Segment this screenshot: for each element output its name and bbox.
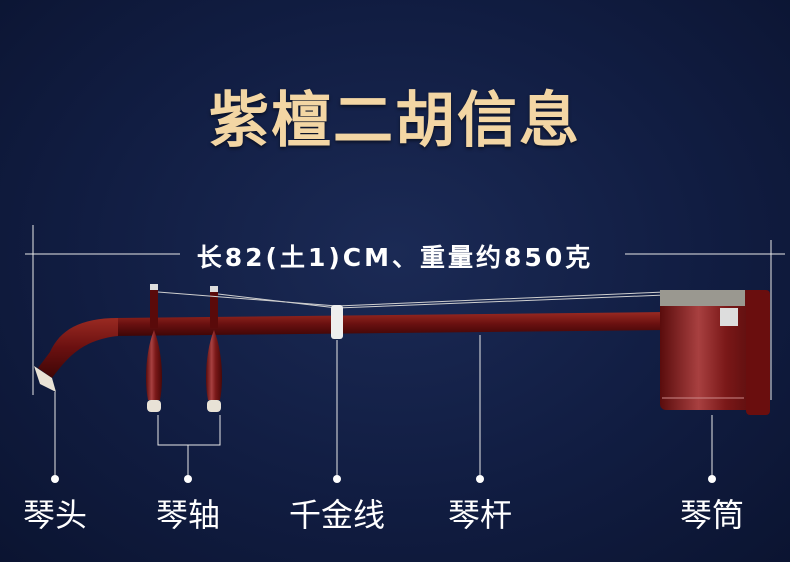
- erhu-drum: [660, 290, 770, 415]
- label-head: 琴头: [22, 496, 88, 534]
- erhu-pegs: [146, 284, 222, 412]
- label-pegs: 琴轴: [155, 496, 221, 534]
- label-drum: 琴筒: [679, 496, 745, 534]
- page-title: 紫檀二胡信息: [209, 86, 581, 156]
- measurement-text: 长82(土1)CM、重量约850克: [196, 243, 594, 272]
- callout-lines: [54, 335, 713, 478]
- erhu-neck: [34, 312, 665, 392]
- label-qianjin: 千金线: [288, 496, 386, 534]
- qianjin-loop: [331, 305, 343, 339]
- callout-dots: [51, 475, 716, 483]
- label-neck: 琴杆: [447, 496, 513, 534]
- dimension-lines: [25, 225, 785, 400]
- erhu-strings: [157, 291, 666, 309]
